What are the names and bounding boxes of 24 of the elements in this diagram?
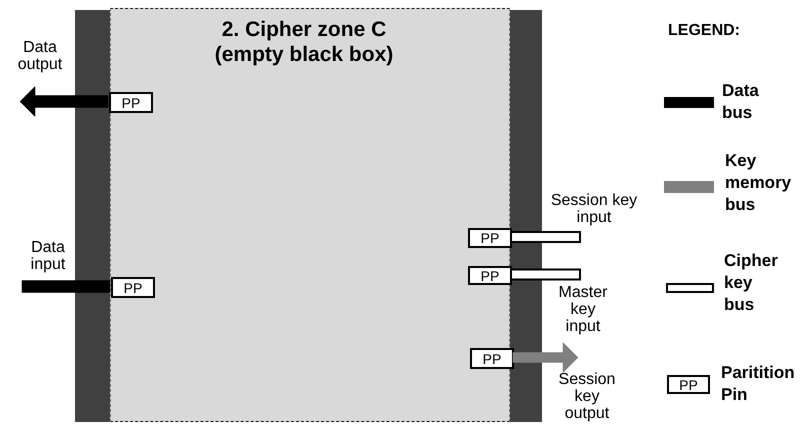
partition-pin: PP (111, 277, 155, 298)
legend-title: LEGEND: (668, 22, 740, 40)
partition-pin: PP (470, 348, 514, 369)
wall-band (510, 10, 542, 422)
edge-label: Data output (16, 40, 64, 74)
bus-line (510, 231, 581, 243)
zone-title: 2. Cipher zone C (empty black box) (214, 17, 394, 68)
edge-label: Master key input (558, 285, 608, 336)
edge-label: Data input (30, 240, 66, 274)
wall-band (75, 10, 110, 422)
bus-arrow (20, 86, 108, 117)
bus-arrow (512, 342, 578, 373)
legend-text: Data bus (722, 80, 760, 124)
edge-label: Session key output (558, 372, 616, 422)
bus-line (22, 280, 110, 293)
legend-text: Paritition Pin (721, 362, 796, 406)
partition-pin: PP (468, 266, 512, 285)
partition-pin: PP (468, 228, 512, 248)
bus-line (510, 268, 581, 280)
partition-pin: PP (109, 92, 153, 113)
legend-text: Cipher key bus (724, 250, 779, 316)
partition-pin-sample: PP (667, 375, 710, 394)
legend-text: Key memory bus (725, 150, 792, 216)
edge-label: Session key input (550, 193, 638, 227)
